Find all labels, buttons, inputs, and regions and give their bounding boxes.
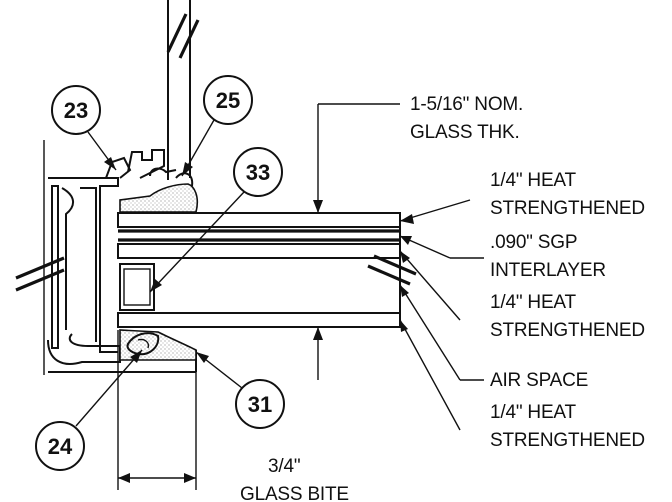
lite3-label-2: STRENGTHENED [490,430,645,451]
glass-lite-3 [117,312,401,328]
interlayer-label-1: .090" SGP [490,232,577,253]
top-gasket-assembly [105,149,177,179]
callout-25-number: 25 [216,88,240,113]
nominal-thickness-label-2: GLASS THK. [410,122,520,143]
glass-bite-dimension [117,330,197,490]
lite1-label-1: 1/4" HEAT [490,170,576,191]
bottom-glazing-sealant [119,329,197,361]
glass-lite-2 [117,243,401,259]
glass-bite-label-2: GLASS BITE [240,484,349,502]
air-space-label: AIR SPACE [490,370,588,391]
lite3-label-1: 1/4" HEAT [490,402,576,423]
callout-23-number: 23 [64,98,88,123]
gasket-25-bulb [175,172,194,187]
gasket-24 [126,332,160,356]
interlayer-label-2: INTERLAYER [490,260,606,281]
callout-24-number: 24 [48,434,73,459]
frame-curve [61,187,74,330]
frame-inner [80,187,97,342]
gasket-24-detail [137,338,150,349]
nominal-thickness-label-1: 1-5/16" NOM. [410,94,523,115]
callout-24: 24 [35,349,143,471]
callout-33: 33 [149,147,283,293]
callout-25: 25 [181,75,253,177]
glass-bite-label-1: 3/4" [268,456,300,477]
nominal-thickness-dimension [313,103,400,380]
spacer-inner [123,268,151,306]
lite2-label-1: 1/4" HEAT [490,292,576,313]
callout-31-number: 31 [248,392,272,417]
vertical-stem [166,0,200,180]
top-glazing-sealant [119,183,199,213]
insulated-glass-unit [117,212,401,328]
lite1-label-2: STRENGTHENED [490,198,645,219]
lite2-label-2: STRENGTHENED [490,320,645,341]
glass-lite-1 [117,212,401,228]
break-mark-glass [367,254,417,286]
callout-31: 31 [195,351,285,429]
leader-lines [399,199,484,431]
break-mark-left [15,256,65,292]
frame-web [51,185,59,349]
callout-23: 23 [51,85,117,171]
spacer-33 [119,263,155,311]
callout-33-number: 33 [246,160,270,185]
